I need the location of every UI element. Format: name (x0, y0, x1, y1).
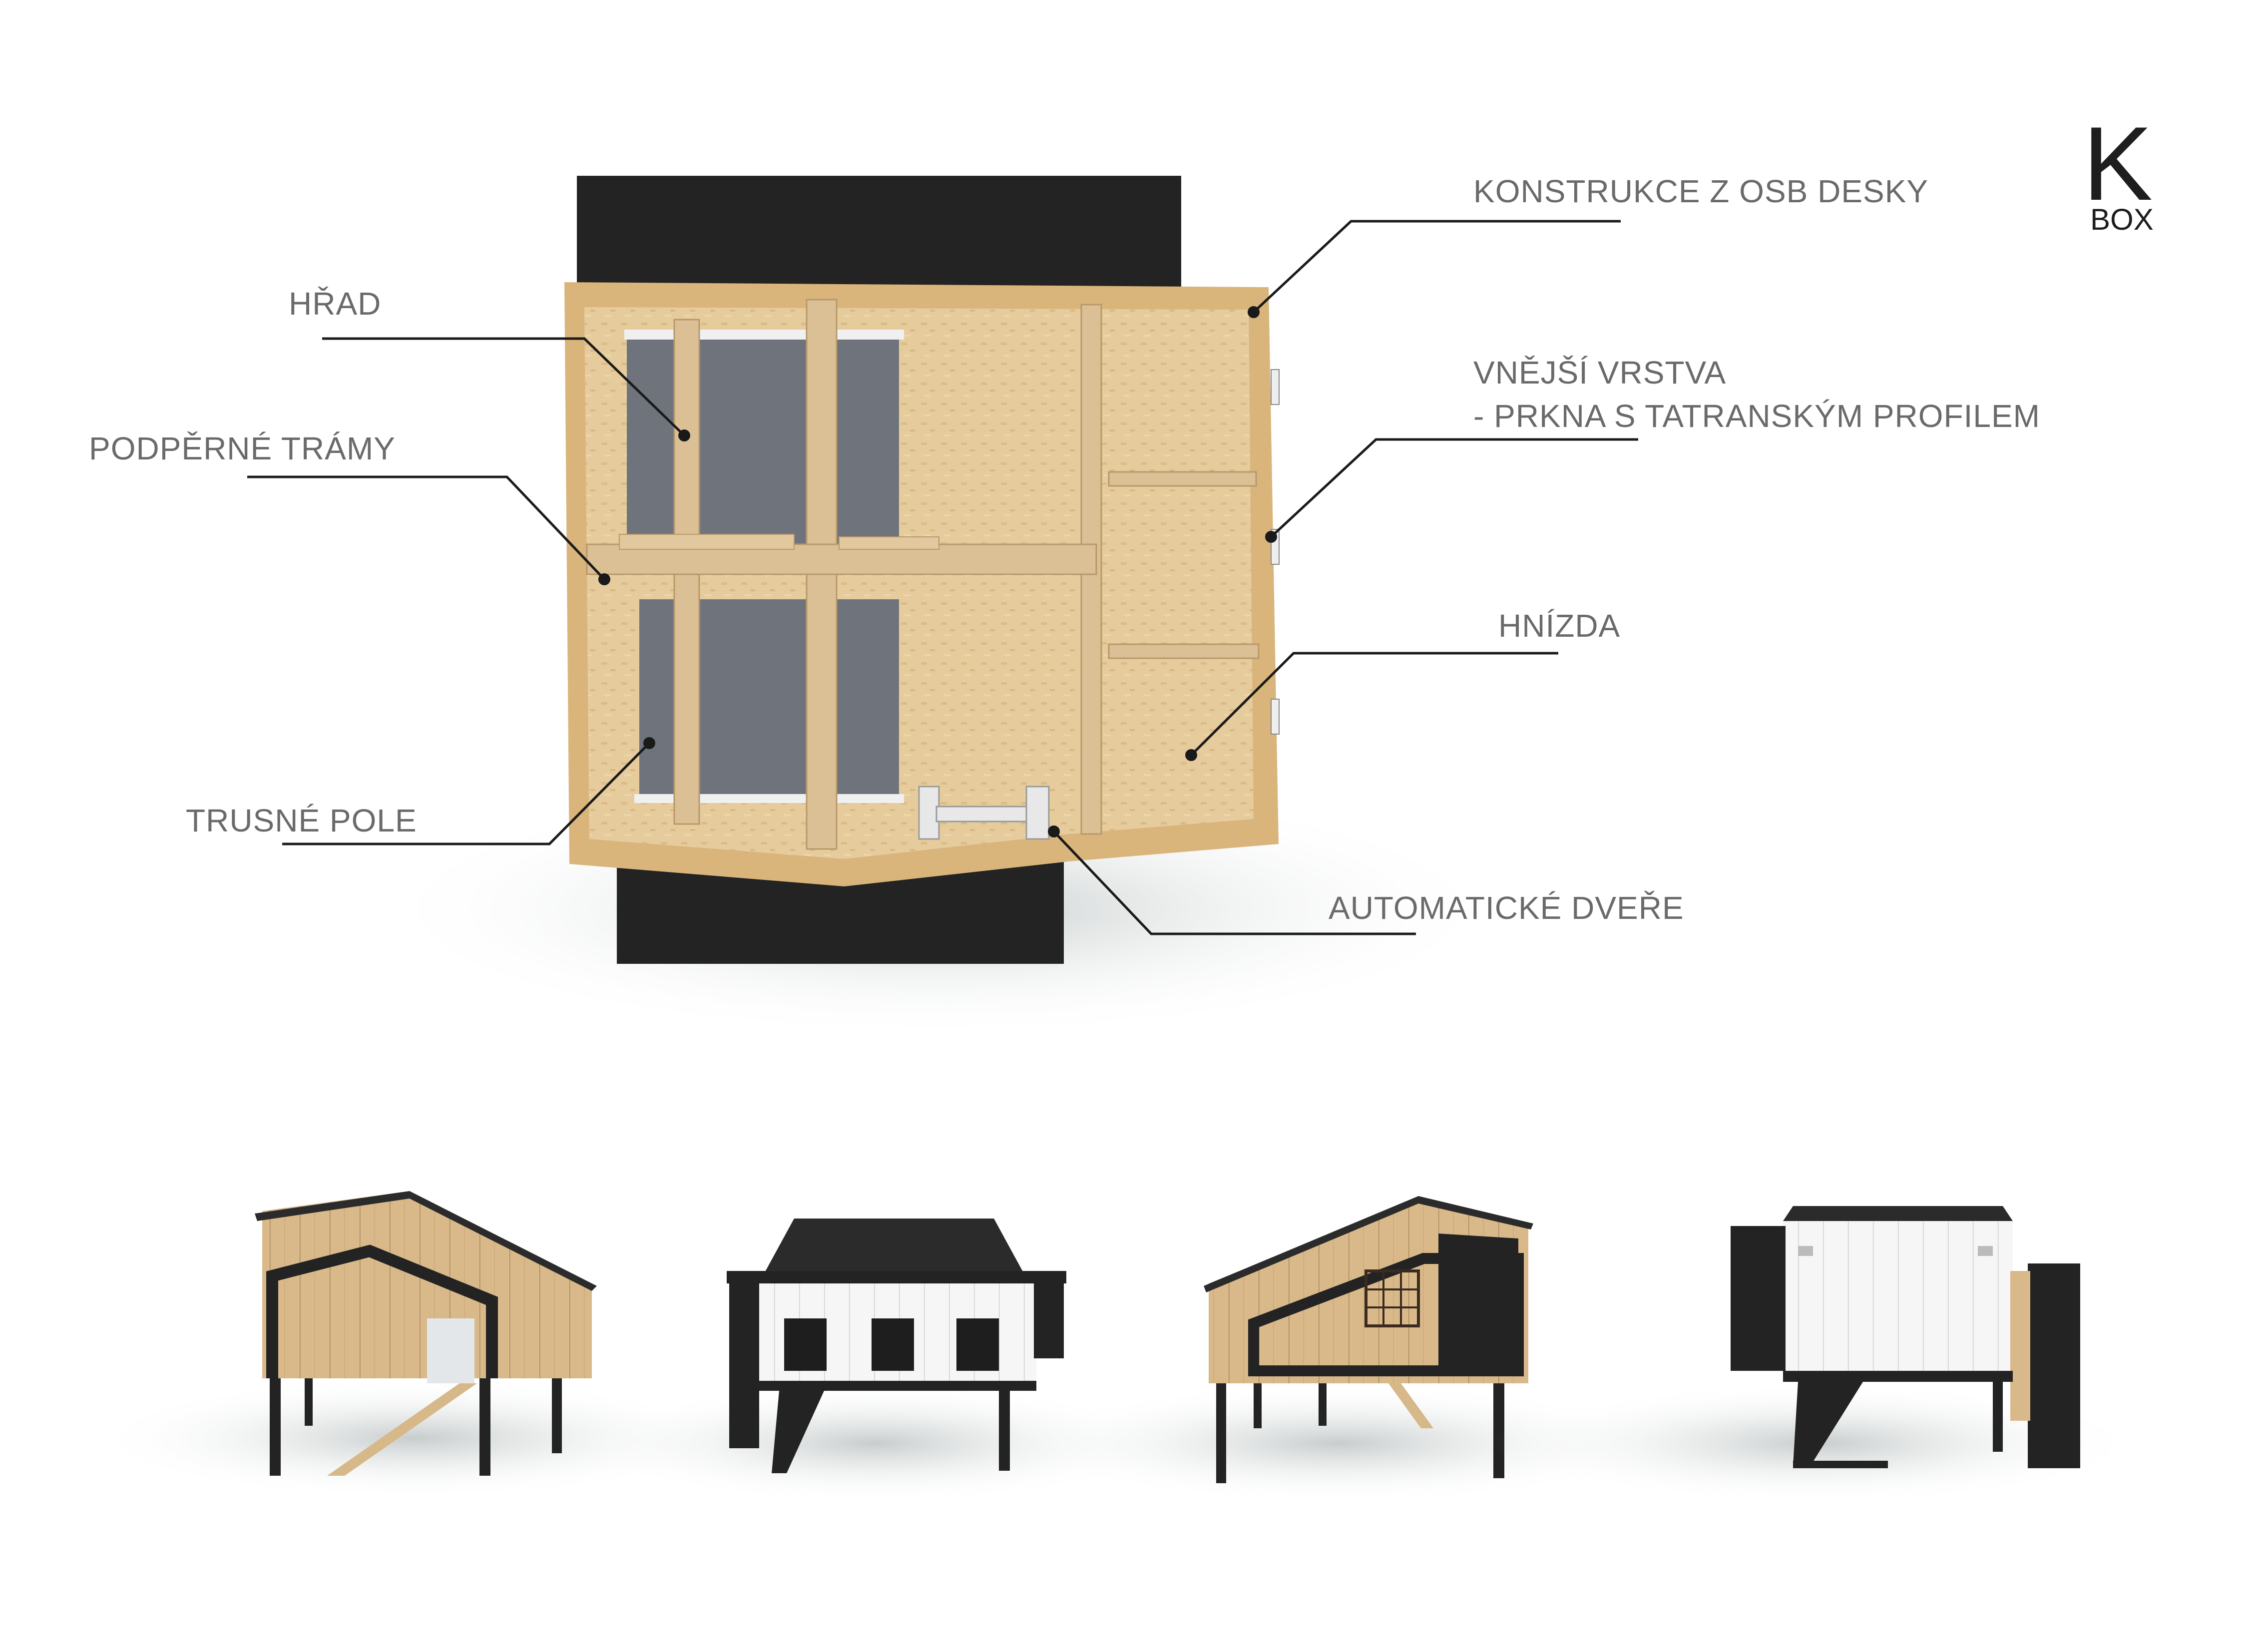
elev4-vent-right (1978, 1246, 1993, 1256)
leader-dot-vnejsi (1265, 531, 1277, 543)
shadow-elev-1 (90, 1378, 739, 1498)
elev4-roof (1783, 1206, 2013, 1221)
leader-hnizda (1190, 652, 1558, 756)
elevation-timber-window (1014, 1196, 1663, 1503)
elev2-side-left (729, 1278, 759, 1448)
leader-trusne (282, 742, 650, 845)
elev2-side-right (1034, 1278, 1064, 1358)
elev1-leg-4 (552, 1378, 562, 1453)
label-hrad: HŘAD (289, 286, 381, 322)
elevation-gable-timber (90, 1191, 739, 1498)
label-hnizda: HNÍZDA (1498, 608, 1620, 644)
leader-dot-dvere (1048, 826, 1060, 837)
panel-edge-top (624, 330, 904, 340)
elev4-wall (1783, 1221, 2013, 1371)
elev3-leg-1 (1216, 1383, 1226, 1483)
leader-hrad (322, 337, 685, 436)
elevation-white-front (1493, 1206, 2143, 1503)
kbox-logo: K BOX (2083, 105, 2154, 236)
coop-plan-view (365, 176, 1513, 1039)
elev2-base (759, 1381, 1036, 1391)
elev3-leg-2 (1254, 1383, 1262, 1428)
elev3-window-grid (1364, 1269, 1420, 1327)
beam-left (619, 534, 795, 550)
leader-dot-osb (1248, 306, 1260, 318)
elev1-pop-door (427, 1318, 474, 1383)
elev2-nest-3 (956, 1318, 999, 1371)
elev1-wall (262, 1191, 592, 1378)
elev4-leg-right (1993, 1382, 2003, 1452)
elev3-leg-3 (1319, 1383, 1327, 1426)
elev1-leg-1 (270, 1378, 281, 1476)
elevation-white-nests (574, 1219, 1174, 1503)
leader-dvere (1053, 830, 1416, 935)
elev4-vent-left (1798, 1246, 1813, 1256)
callouts: KONSTRUKCE Z OSB DESKY HŘAD VNĚJŠÍ VRSTV… (89, 173, 2040, 935)
auto-door-right (1025, 786, 1050, 840)
elev2-nest-1 (784, 1318, 827, 1371)
leader-vnejsi (1270, 438, 1638, 538)
nest-shelf-lower (1108, 643, 1260, 659)
label-tramy: PODPĚRNÉ TRÁMY (89, 430, 396, 466)
hinge-3 (1271, 699, 1280, 735)
elev1-leg-3 (479, 1378, 490, 1476)
label-vnejsi-2: - PRKNA S TATRANSKÝM PROFILEM (1473, 398, 2040, 434)
leader-dot-hnizda (1185, 749, 1197, 761)
elev4-base (1783, 1371, 2013, 1382)
leader-dot-trusne (643, 737, 655, 749)
logo-word: BOX (2090, 203, 2154, 236)
leader-dot-hrad (678, 429, 690, 441)
elev4-leg-left (1793, 1382, 1863, 1466)
shadow-elev-2 (574, 1383, 1174, 1503)
label-osb: KONSTRUKCE Z OSB DESKY (1473, 173, 1928, 209)
beam-right (839, 536, 939, 550)
elev2-leg-right (999, 1391, 1010, 1471)
leader-dot-tramy (598, 573, 610, 585)
elev2-leg-left (772, 1391, 824, 1473)
elev4-box-right (2028, 1263, 2080, 1468)
elev2-nest-2 (872, 1318, 914, 1371)
elev1-leg-2 (305, 1378, 313, 1426)
label-vnejsi-1: VNĚJŠÍ VRSTVA (1473, 355, 1726, 391)
elev3-ramp (1388, 1383, 1433, 1428)
elev1-ramp (327, 1383, 477, 1476)
label-trusne: TRUSNÉ POLE (186, 803, 417, 838)
elev2-roof-eave (727, 1271, 1066, 1283)
leader-osb (1253, 220, 1621, 313)
roof-bottom-slab (617, 849, 1064, 964)
elev4-skid (1793, 1461, 1888, 1468)
nest-shelf-upper (1108, 471, 1257, 487)
logo-letter: K (2083, 105, 2153, 222)
elev3-door-block (1438, 1234, 1518, 1368)
auto-door-track (935, 806, 1032, 823)
elev1-black-frame (266, 1244, 498, 1378)
elev4-box-left (1731, 1226, 1786, 1371)
leader-tramy (247, 475, 605, 580)
elev2-roof (764, 1219, 1024, 1273)
grey-panel-top (627, 340, 899, 559)
label-dvere: AUTOMATICKÉ DVEŘE (1329, 890, 1684, 926)
elev4-ladder (2010, 1271, 2030, 1421)
hinge-1 (1271, 369, 1280, 405)
